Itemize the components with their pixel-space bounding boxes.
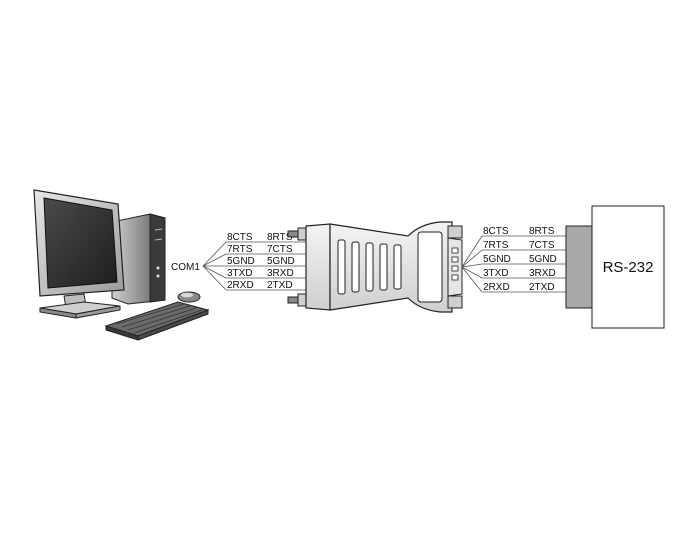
right-device-pin: 2TXD [529, 282, 555, 293]
right-adapter-pin: 8CTS [483, 226, 509, 237]
computer: COM1 [33, 189, 210, 341]
left-adapter-pin: 2TXD [267, 280, 293, 291]
null-modem-adapter-icon [287, 221, 463, 313]
left-host-pin: 7RTS [227, 244, 253, 255]
right-device-pin: 8RTS [529, 226, 555, 237]
right-device-pin: 7CTS [529, 240, 555, 251]
right-adapter-pin: 3TXD [483, 268, 509, 279]
device-label: RS-232 [603, 259, 654, 276]
left-adapter-pin: 3RXD [267, 268, 294, 279]
monitor-icon [33, 189, 125, 319]
tower-icon [111, 213, 166, 305]
right-fan-wires [461, 235, 483, 293]
mouse-icon [177, 291, 201, 303]
left-adapter-pin: 8RTS [267, 232, 293, 243]
left-host-pin: 5GND [227, 256, 255, 267]
left-host-pin: 8CTS [227, 232, 253, 243]
port-label: COM1 [171, 262, 200, 273]
right-signal-lines [482, 235, 566, 293]
keyboard-icon [104, 301, 210, 341]
left-adapter-pin: 7CTS [267, 244, 293, 255]
right-adapter-pin: 5GND [483, 254, 511, 265]
left-fan-wires [202, 241, 227, 291]
right-adapter-pin: 7RTS [483, 240, 509, 251]
right-adapter-pin: 2RXD [483, 282, 510, 293]
left-adapter-pin: 5GND [267, 256, 295, 267]
left-host-pin: 2RXD [227, 280, 254, 291]
left-signal-lines [226, 241, 308, 291]
right-pinout: 8CTS 7RTS 5GND 3TXD 2RXD 8RTS 7CTS 5GND … [461, 226, 566, 293]
rs232-device: RS-232 [565, 205, 665, 329]
right-device-pin: 5GND [529, 254, 557, 265]
left-host-pin: 3TXD [227, 268, 253, 279]
left-pinout: 8CTS 7RTS 5GND 3TXD 2RXD 8RTS 7CTS 5GND … [202, 232, 308, 291]
right-device-pin: 3RXD [529, 268, 556, 279]
